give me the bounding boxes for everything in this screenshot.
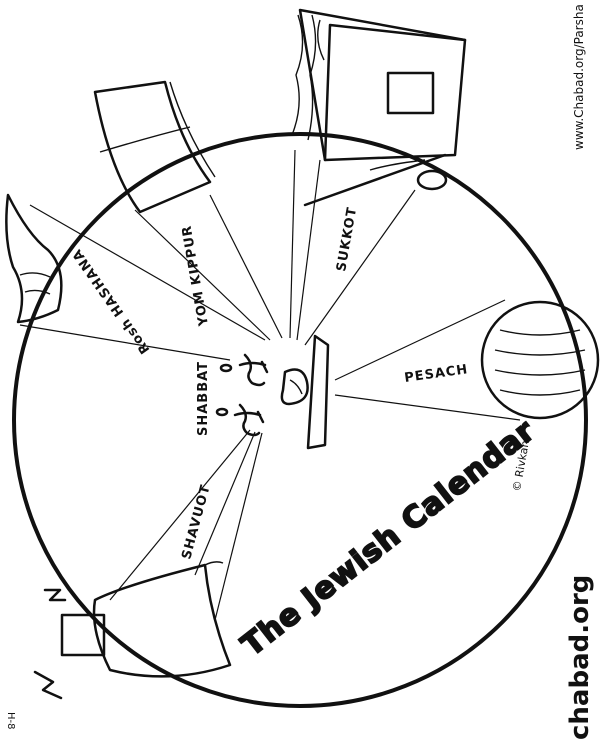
shofar-icon (5, 193, 63, 324)
website-text: www.Chabad.org/Parsha (572, 4, 586, 150)
yom-kippur-label: YOM KIPPUR (179, 224, 212, 328)
shabbat-label: SHABBAT (196, 361, 211, 436)
pesach-label: PESACH (403, 362, 469, 386)
center-rays (19, 149, 521, 621)
matzah-icon (480, 300, 600, 420)
page-code: H-8 (5, 712, 16, 730)
calendar-circle (12, 132, 588, 708)
mount-sinai-icon (33, 561, 232, 700)
chabad-logo: chabad.org (565, 575, 595, 740)
sukkot-label: SUKKOT (334, 206, 360, 273)
sukkah-icon (291, 8, 467, 207)
kittel-icon (93, 80, 216, 214)
shavuot-label: SHAVUOT (179, 483, 213, 561)
shabbat-candles-icon (215, 334, 330, 450)
